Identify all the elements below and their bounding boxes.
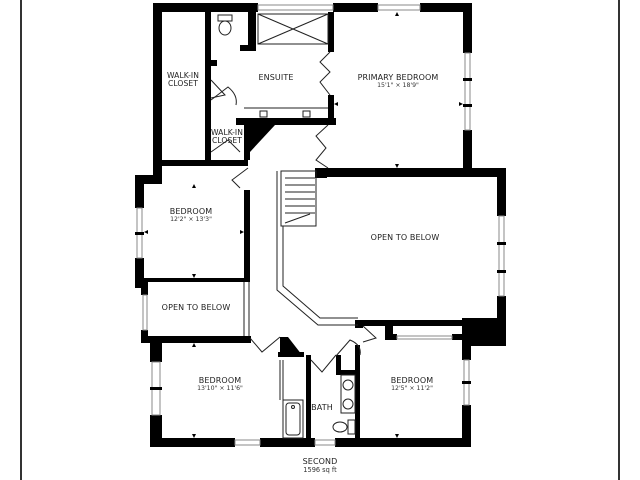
room-label-primary-bedroom: PRIMARY BEDROOM 15'1" × 18'9": [357, 73, 439, 90]
dimension-ticks: [144, 12, 463, 438]
room-label-bath: BATH: [311, 402, 333, 412]
room-label-bedroom-3: BEDROOM 12'5" × 11'2": [390, 376, 434, 393]
floor-caption: SECOND 1596 sq ft: [302, 456, 338, 475]
room-label-bedroom-1: BEDROOM 12'2" × 13'3": [169, 207, 213, 224]
floor-area: 1596 sq ft: [303, 466, 337, 475]
room-label-ensuite: ENSUITE: [258, 72, 294, 82]
room-label-open-to-below-2: OPEN TO BELOW: [370, 232, 440, 242]
room-label-bedroom-2: BEDROOM 13'10" × 11'6": [197, 376, 243, 393]
doors: [210, 51, 377, 373]
fixtures: [217, 13, 358, 439]
room-label-open-to-below-1: OPEN TO BELOW: [161, 302, 231, 312]
right-page-border: [618, 0, 620, 480]
room-label-walk-in-closet-1: WALK-IN CLOSET: [166, 71, 200, 88]
room-label-walk-in-closet-2: WALK-IN CLOSET: [210, 128, 244, 145]
window-mullions: [135, 78, 506, 390]
floor-name: SECOND: [302, 456, 338, 466]
exterior-walls: [135, 3, 506, 447]
left-page-border: [20, 0, 22, 480]
